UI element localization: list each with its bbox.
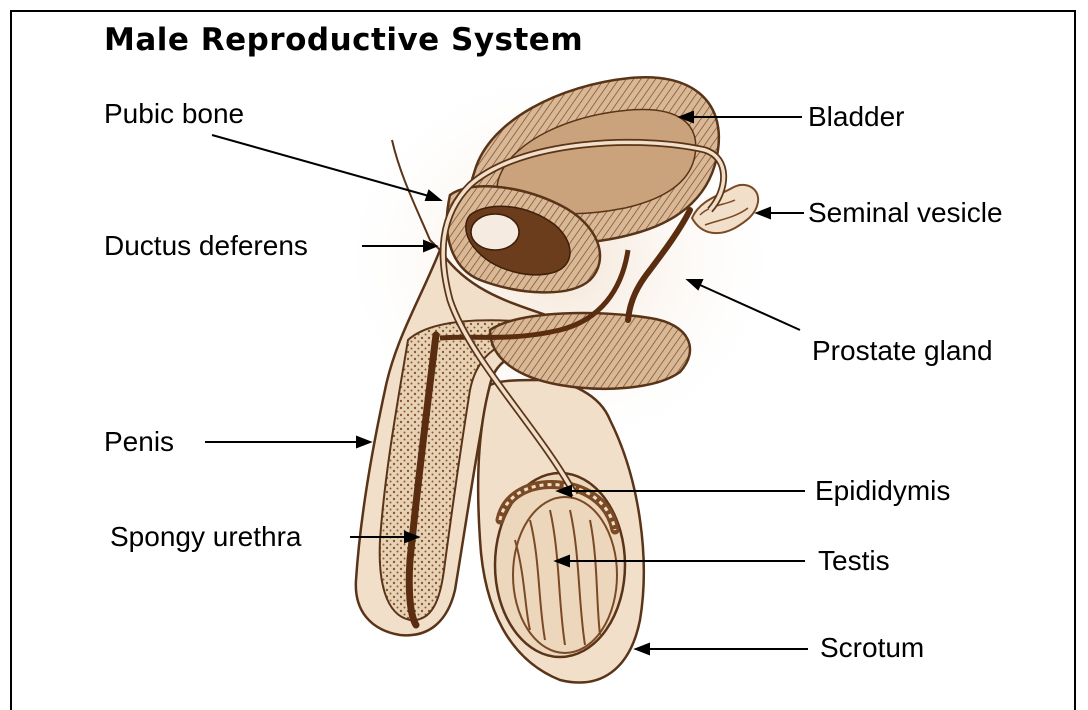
label-seminal-vesicle: Seminal vesicle — [808, 199, 1003, 227]
label-pubic-bone: Pubic bone — [104, 100, 244, 128]
label-testis: Testis — [818, 547, 890, 575]
pubic-bone-highlight — [471, 214, 519, 250]
arrowhead-penis — [357, 437, 370, 447]
label-ductus-deferens: Ductus deferens — [104, 232, 308, 260]
label-penis: Penis — [104, 428, 174, 456]
label-prostate-gland: Prostate gland — [812, 337, 993, 365]
arrowhead-scrotum — [636, 644, 649, 654]
label-spongy-urethra: Spongy urethra — [110, 523, 301, 551]
label-epididymis: Epididymis — [815, 477, 950, 505]
label-bladder: Bladder — [808, 103, 905, 131]
label-scrotum: Scrotum — [820, 634, 924, 662]
